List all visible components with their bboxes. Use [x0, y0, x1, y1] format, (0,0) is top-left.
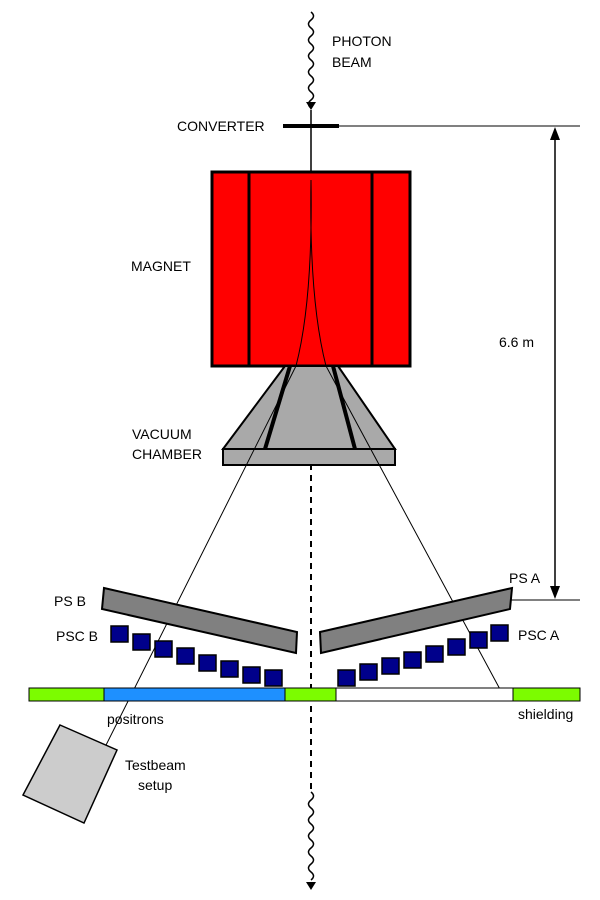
psc-a-label: PSC A	[518, 627, 560, 643]
photon-beam-label-2: BEAM	[332, 54, 372, 70]
psc-a-block	[469, 631, 488, 649]
psc-b-block	[176, 647, 195, 665]
psc-a-block	[337, 669, 356, 687]
psc-b-block	[220, 660, 239, 678]
shielding-bar	[28, 687, 581, 702]
psc-b-block	[110, 625, 129, 643]
testbeam-box	[21, 724, 118, 824]
psc-a-block	[359, 663, 378, 681]
ps-b-label: PS B	[54, 593, 86, 609]
distance-label: 6.6 m	[499, 334, 534, 350]
psc-b-label: PSC B	[56, 628, 98, 644]
psc-b-block	[132, 633, 151, 651]
psc-a-block	[381, 657, 400, 675]
vacuum-chamber-label-1: VACUUM	[132, 426, 192, 442]
ps-b-detector	[100, 586, 299, 655]
psc-a-counters	[337, 624, 509, 687]
psc-a-block	[403, 651, 422, 669]
dimension-arrow-down	[550, 586, 560, 599]
positrons-label: positrons	[107, 711, 164, 727]
psc-a-block	[425, 645, 444, 663]
positron-band	[103, 687, 286, 702]
ps-a-label: PS A	[509, 570, 541, 586]
shielding-label: shielding	[518, 706, 573, 722]
electron-trajectory	[310, 179, 503, 694]
testbeam-label-2: setup	[138, 777, 172, 793]
shielding-segment-open	[335, 687, 514, 702]
psc-b-block	[264, 669, 283, 687]
psc-a-block	[490, 624, 509, 642]
psc-b-block	[154, 640, 173, 658]
psc-b-block	[198, 654, 217, 672]
outgoing-photon-wave	[307, 791, 315, 881]
shielding-segment-left	[28, 687, 105, 702]
shielding-segment-right	[512, 687, 581, 702]
photon-beam-label-1: PHOTON	[332, 33, 392, 49]
ps-a-detector	[318, 586, 514, 655]
vacuum-chamber-cone	[221, 365, 397, 450]
shielding-segment-center	[284, 687, 337, 702]
incoming-photon-wave	[307, 11, 315, 109]
magnet-label: MAGNET	[131, 258, 191, 274]
testbeam-label-1: Testbeam	[125, 757, 186, 773]
psc-b-counters	[110, 625, 283, 687]
converter-label: CONVERTER	[177, 118, 265, 134]
vacuum-chamber	[221, 365, 397, 466]
vacuum-chamber-rib-right	[331, 365, 357, 450]
outgoing-photon-arrowhead	[306, 882, 316, 890]
psc-a-block	[447, 638, 466, 656]
vacuum-chamber-rib-left	[263, 365, 292, 450]
dimension-arrow-up	[550, 127, 560, 140]
converter-foil	[283, 124, 339, 128]
vacuum-chamber-label-2: CHAMBER	[132, 446, 202, 462]
incoming-photon-arrowhead	[306, 102, 316, 110]
vacuum-chamber-base	[222, 448, 396, 466]
psc-b-block	[242, 666, 261, 684]
